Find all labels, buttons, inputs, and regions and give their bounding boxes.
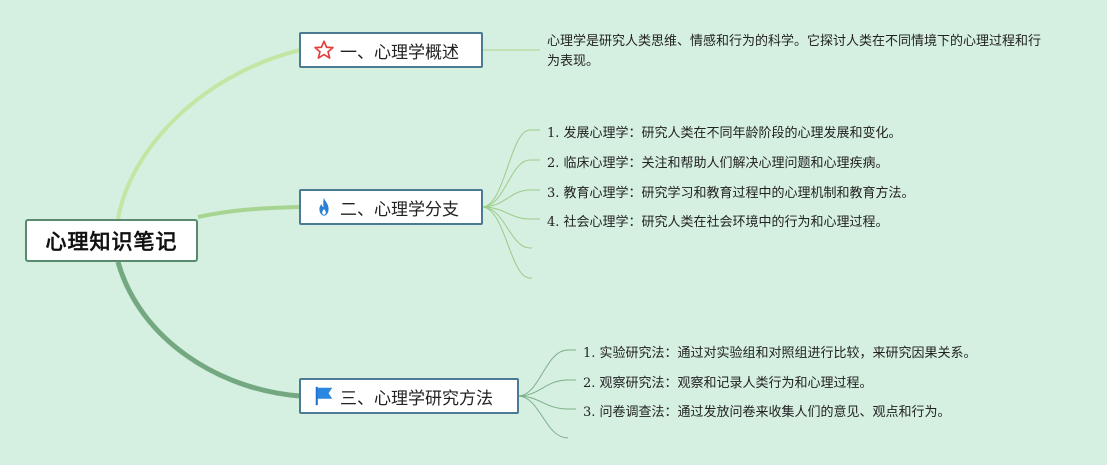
star-icon [313, 39, 335, 61]
branch3-leaf-connectors [517, 349, 576, 439]
branch2-leaf-connectors [481, 129, 540, 279]
overview-description: 心理学是研究人类思维、情感和行为的科学。它探讨人类在不同情境下的心理过程和行为表… [547, 34, 1042, 69]
branch-overview[interactable]: 一、心理学概述 [299, 32, 483, 68]
list-item: 3. 问卷调查法：通过发放问卷来收集人们的意见、观点和行为。 [583, 405, 951, 420]
list-item: 2. 临床心理学：关注和帮助人们解决心理问题和心理疾病。 [547, 156, 889, 171]
list-item: 4. 社会心理学：研究人类在社会环境中的行为和心理过程。 [547, 215, 889, 230]
root-node[interactable]: 心理知识笔记 [25, 219, 198, 262]
connector-root-branch3 [115, 261, 301, 399]
list-item: 2. 观察研究法：观察和记录人类行为和心理过程。 [583, 376, 873, 391]
list-item: 1. 实验研究法：通过对实验组和对照组进行比较，来研究因果关系。 [583, 346, 977, 361]
fire-icon [313, 196, 335, 218]
branch-methods-label: 三、心理学研究方法 [340, 388, 493, 409]
branch-methods[interactable]: 三、心理学研究方法 [299, 378, 519, 414]
flag-icon [313, 385, 335, 407]
list-item: 1. 发展心理学：研究人类在不同年龄阶段的心理发展和变化。 [547, 126, 902, 141]
connector-root-branch1 [116, 48, 301, 220]
connector-root-branch2 [197, 205, 301, 219]
branch-subfields-label: 二、心理学分支 [340, 199, 459, 220]
branch-subfields[interactable]: 二、心理学分支 [299, 189, 483, 225]
branch-overview-label: 一、心理学概述 [340, 42, 459, 63]
root-label: 心理知识笔记 [45, 229, 178, 254]
list-item: 3. 教育心理学：研究学习和教育过程中的心理机制和教育方法。 [547, 186, 915, 201]
